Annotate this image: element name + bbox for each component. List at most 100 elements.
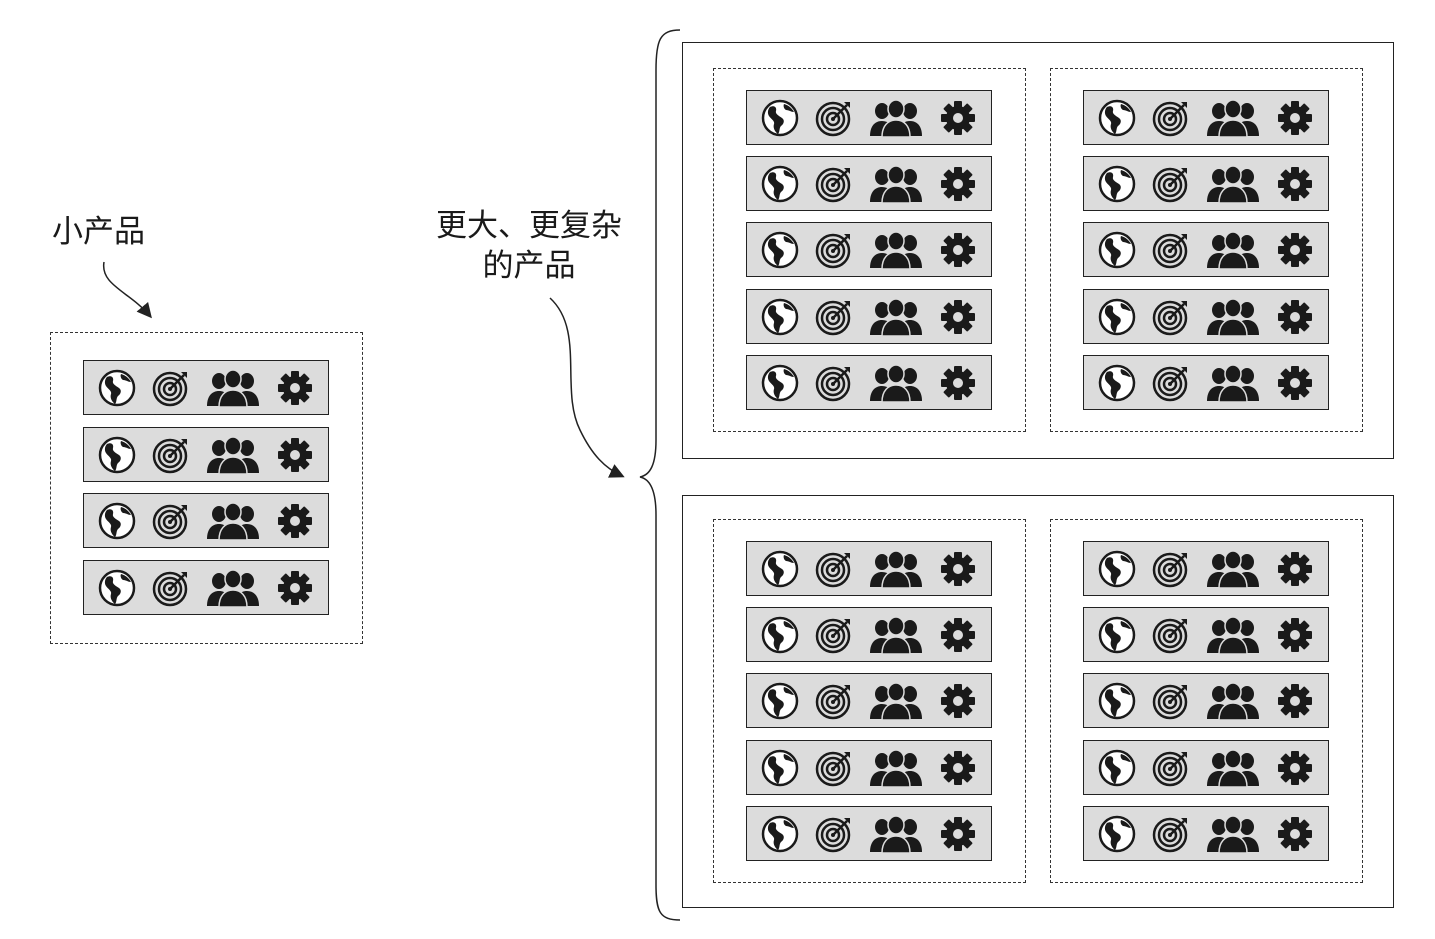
globe-icon: [761, 364, 799, 401]
target-icon: [1152, 618, 1188, 653]
module-row: [746, 806, 992, 861]
team-icon: [1207, 615, 1259, 655]
team-icon: [870, 814, 922, 854]
globe-icon: [98, 369, 136, 406]
target-icon: [815, 684, 851, 719]
gear-icon: [1278, 816, 1312, 851]
target-icon: [152, 438, 188, 473]
gear-icon: [1278, 617, 1312, 652]
target-icon: [815, 751, 851, 786]
gear-icon: [941, 299, 975, 334]
gear-icon: [278, 503, 312, 538]
globe-icon: [1098, 231, 1136, 268]
globe-icon: [761, 749, 799, 786]
gear-icon: [941, 166, 975, 201]
gear-icon: [1278, 683, 1312, 718]
gear-icon: [941, 100, 975, 135]
module-row: [746, 222, 992, 277]
gear-icon: [1278, 750, 1312, 785]
target-icon: [152, 504, 188, 539]
module-row: [746, 541, 992, 596]
globe-icon: [761, 231, 799, 268]
large-group-top-right: [1050, 68, 1363, 432]
globe-icon: [761, 550, 799, 587]
team-icon: [1207, 748, 1259, 788]
module-row: [83, 360, 329, 415]
globe-icon: [98, 569, 136, 606]
module-row: [1083, 806, 1329, 861]
large-group-top-left: [713, 68, 1026, 432]
target-icon: [1152, 167, 1188, 202]
team-icon: [1207, 230, 1259, 270]
gear-icon: [941, 683, 975, 718]
gear-icon: [278, 570, 312, 605]
gear-icon: [1278, 299, 1312, 334]
large-product-label-line1: 更大、更复杂: [436, 208, 622, 244]
globe-icon: [761, 99, 799, 136]
target-icon: [152, 371, 188, 406]
team-icon: [207, 368, 259, 408]
globe-icon: [1098, 99, 1136, 136]
curly-brace: [639, 29, 681, 921]
gear-icon: [1278, 166, 1312, 201]
globe-icon: [1098, 298, 1136, 335]
team-icon: [207, 435, 259, 475]
gear-icon: [941, 551, 975, 586]
team-icon: [870, 98, 922, 138]
module-row: [1083, 355, 1329, 410]
module-row: [1083, 90, 1329, 145]
target-icon: [1152, 300, 1188, 335]
large-group-bottom-left: [713, 519, 1026, 883]
module-row: [83, 560, 329, 615]
team-icon: [870, 297, 922, 337]
target-icon: [1152, 684, 1188, 719]
large-product-label-line2: 的产品: [482, 248, 576, 285]
target-icon: [1152, 552, 1188, 587]
globe-icon: [1098, 682, 1136, 719]
globe-icon: [1098, 749, 1136, 786]
gear-icon: [1278, 232, 1312, 267]
target-icon: [815, 101, 851, 136]
team-icon: [1207, 98, 1259, 138]
globe-icon: [1098, 364, 1136, 401]
target-icon: [152, 571, 188, 606]
globe-icon: [761, 815, 799, 852]
large-group-bottom-right: [1050, 519, 1363, 883]
module-row: [1083, 222, 1329, 277]
target-icon: [815, 366, 851, 401]
target-icon: [815, 552, 851, 587]
team-icon: [1207, 164, 1259, 204]
gear-icon: [278, 437, 312, 472]
team-icon: [207, 568, 259, 608]
target-icon: [815, 233, 851, 268]
small-product-box: [50, 332, 363, 644]
globe-icon: [1098, 165, 1136, 202]
team-icon: [870, 363, 922, 403]
target-icon: [815, 817, 851, 852]
module-row: [746, 289, 992, 344]
team-icon: [207, 501, 259, 541]
gear-icon: [1278, 551, 1312, 586]
module-row: [1083, 607, 1329, 662]
globe-icon: [98, 502, 136, 539]
module-row: [746, 740, 992, 795]
target-icon: [1152, 751, 1188, 786]
globe-icon: [761, 165, 799, 202]
team-icon: [1207, 549, 1259, 589]
target-icon: [1152, 233, 1188, 268]
gear-icon: [941, 365, 975, 400]
team-icon: [1207, 363, 1259, 403]
module-row: [1083, 156, 1329, 211]
gear-icon: [941, 750, 975, 785]
module-row: [746, 90, 992, 145]
module-row: [1083, 673, 1329, 728]
globe-icon: [98, 436, 136, 473]
small-product-label: 小产品: [52, 214, 145, 250]
team-icon: [870, 230, 922, 270]
module-row: [746, 673, 992, 728]
large-product-label: 更大、更复杂 的产品: [436, 206, 622, 287]
gear-icon: [1278, 100, 1312, 135]
gear-icon: [1278, 365, 1312, 400]
globe-icon: [1098, 550, 1136, 587]
gear-icon: [941, 617, 975, 652]
